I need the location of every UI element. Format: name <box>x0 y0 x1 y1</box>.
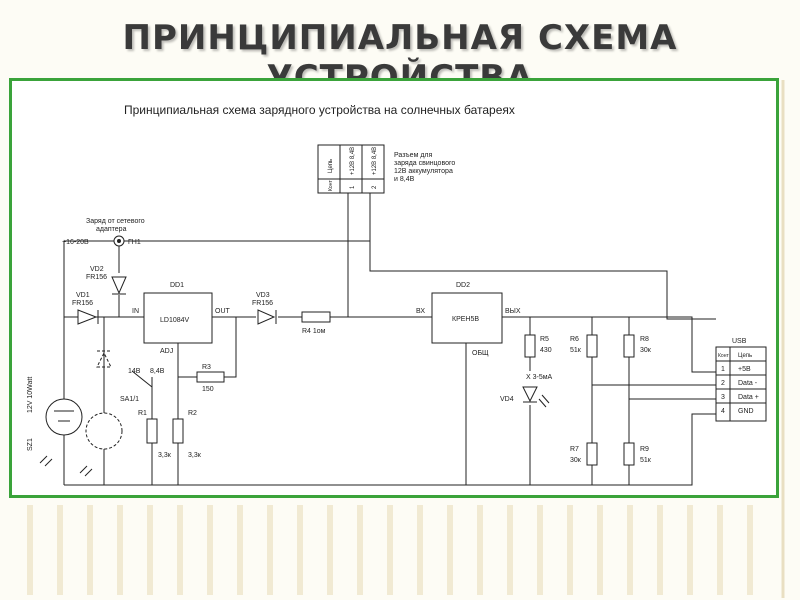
usb-net-4: GND <box>738 408 754 415</box>
switch-pos1: 14В <box>128 368 141 375</box>
r9-resistor <box>623 442 635 466</box>
r7-value: 30к <box>570 457 582 464</box>
wire-adj <box>177 343 197 378</box>
adapter-note-1: Заряд от сетевого <box>86 218 145 225</box>
vd2-type: FR156 <box>86 274 107 281</box>
r2-resistor <box>172 418 184 444</box>
gn1-label: ГН1 <box>128 239 141 246</box>
connector-top <box>317 144 385 194</box>
vd4-led <box>522 386 550 408</box>
dd2-out: ВЫХ <box>505 308 521 315</box>
solar-spec: 12V 10Watt <box>27 377 34 413</box>
usb-net-3: Data + <box>738 394 759 401</box>
dd2-in: ВХ <box>416 308 425 315</box>
r5-value: 430 <box>540 347 552 354</box>
r6-resistor <box>586 334 598 358</box>
usb-net-2: Data - <box>738 380 758 387</box>
connector-note-4: и 8,4В <box>394 176 415 183</box>
r2-label: R2 <box>188 410 197 417</box>
vd3-diode <box>257 309 277 325</box>
connector-note-1: Разъем для <box>394 152 433 159</box>
vd1-type: FR156 <box>72 300 93 307</box>
input-label: +16-20В <box>62 239 89 246</box>
r4-label: R4 1ом <box>302 328 326 335</box>
r5-label: R5 <box>540 336 549 343</box>
r1-label: R1 <box>138 410 147 417</box>
current-label: Х 3-5мА <box>526 374 553 381</box>
usb-pin-1: 1 <box>721 366 725 373</box>
solar-panel-icon <box>39 398 123 477</box>
vd3-label: VD3 <box>256 292 270 299</box>
dd2-chip <box>431 292 503 344</box>
gn1-jack <box>113 235 125 247</box>
vd1-label: VD1 <box>76 292 90 299</box>
vd2-diode <box>111 276 127 295</box>
vd1-diode <box>77 309 99 325</box>
dd2-gnd: ОБЩ <box>472 350 489 357</box>
wire-switch <box>131 370 153 388</box>
vd4-label: VD4 <box>500 396 514 403</box>
connector-note-2: заряда свинцового <box>394 160 455 167</box>
r3-value: 150 <box>202 386 214 393</box>
r9-value: 51к <box>640 457 652 464</box>
dd2-name: DD2 <box>456 282 470 289</box>
decorative-stripes <box>27 505 753 595</box>
r6-label: R6 <box>570 336 579 343</box>
connector-pin-2: 2 <box>372 185 378 189</box>
dd1-in: IN <box>132 308 139 315</box>
dd1-adj: ADJ <box>160 348 173 355</box>
connector-col-1: Цепь <box>328 159 334 173</box>
vd2-label: VD2 <box>90 266 104 273</box>
connector-col-3: +12В 8,4В <box>372 147 378 175</box>
schematic-title: Принципиальная схема зарядного устройств… <box>124 103 515 117</box>
usb-pin-4: 4 <box>721 408 725 415</box>
dd1-out: OUT <box>215 308 231 315</box>
wire-top-rail <box>64 240 716 320</box>
wire-r3 <box>224 317 237 378</box>
connector-note-3: 12В аккумулятора <box>394 168 453 175</box>
schematic-frame: Принципиальная схема зарядного устройств… <box>9 78 779 498</box>
usb-net-1: +5В <box>738 366 751 373</box>
r3-label: R3 <box>202 364 211 371</box>
dashed-diode <box>96 350 112 368</box>
switch-pos2: 8,4В <box>150 368 165 375</box>
r5-resistor <box>524 334 536 358</box>
r2-value: 3,3к <box>188 452 202 459</box>
switch-label: SA1/1 <box>120 396 139 403</box>
connector-col-2: +12В 8,4В <box>350 147 356 175</box>
r3-resistor <box>196 371 225 383</box>
vd3-type: FR156 <box>252 300 273 307</box>
usb-connector <box>715 346 767 422</box>
r6-value: 51к <box>570 347 582 354</box>
dd2-chip-label: КРЕН5В <box>452 316 479 323</box>
dd1-chip-label: LD1084V <box>160 317 190 324</box>
usb-header-net: Цепь <box>738 353 752 359</box>
r8-value: 30к <box>640 347 652 354</box>
dd1-chip <box>143 292 213 344</box>
r7-label: R7 <box>570 446 579 453</box>
wire-dd2-out <box>502 316 716 373</box>
wire-ground <box>64 413 716 486</box>
connector-pin-1: 1 <box>350 185 356 189</box>
usb-pin-2: 2 <box>721 380 725 387</box>
circuit-schematic: Принципиальная схема зарядного устройств… <box>27 103 767 486</box>
usb-title: USB <box>732 338 747 345</box>
usb-pin-3: 3 <box>721 394 725 401</box>
r9-label: R9 <box>640 446 649 453</box>
solar-label: SZ1 <box>27 438 34 451</box>
r4-resistor <box>301 311 331 323</box>
r7-resistor <box>586 442 598 466</box>
r1-value: 3,3к <box>158 452 172 459</box>
connector-pin-0: Конт <box>328 180 334 191</box>
adapter-note-2: адаптера <box>96 226 127 233</box>
dd1-name: DD1 <box>170 282 184 289</box>
r1-resistor <box>146 418 158 444</box>
usb-header-pin: Конт <box>718 353 729 359</box>
r8-resistor <box>623 334 635 358</box>
r8-label: R8 <box>640 336 649 343</box>
